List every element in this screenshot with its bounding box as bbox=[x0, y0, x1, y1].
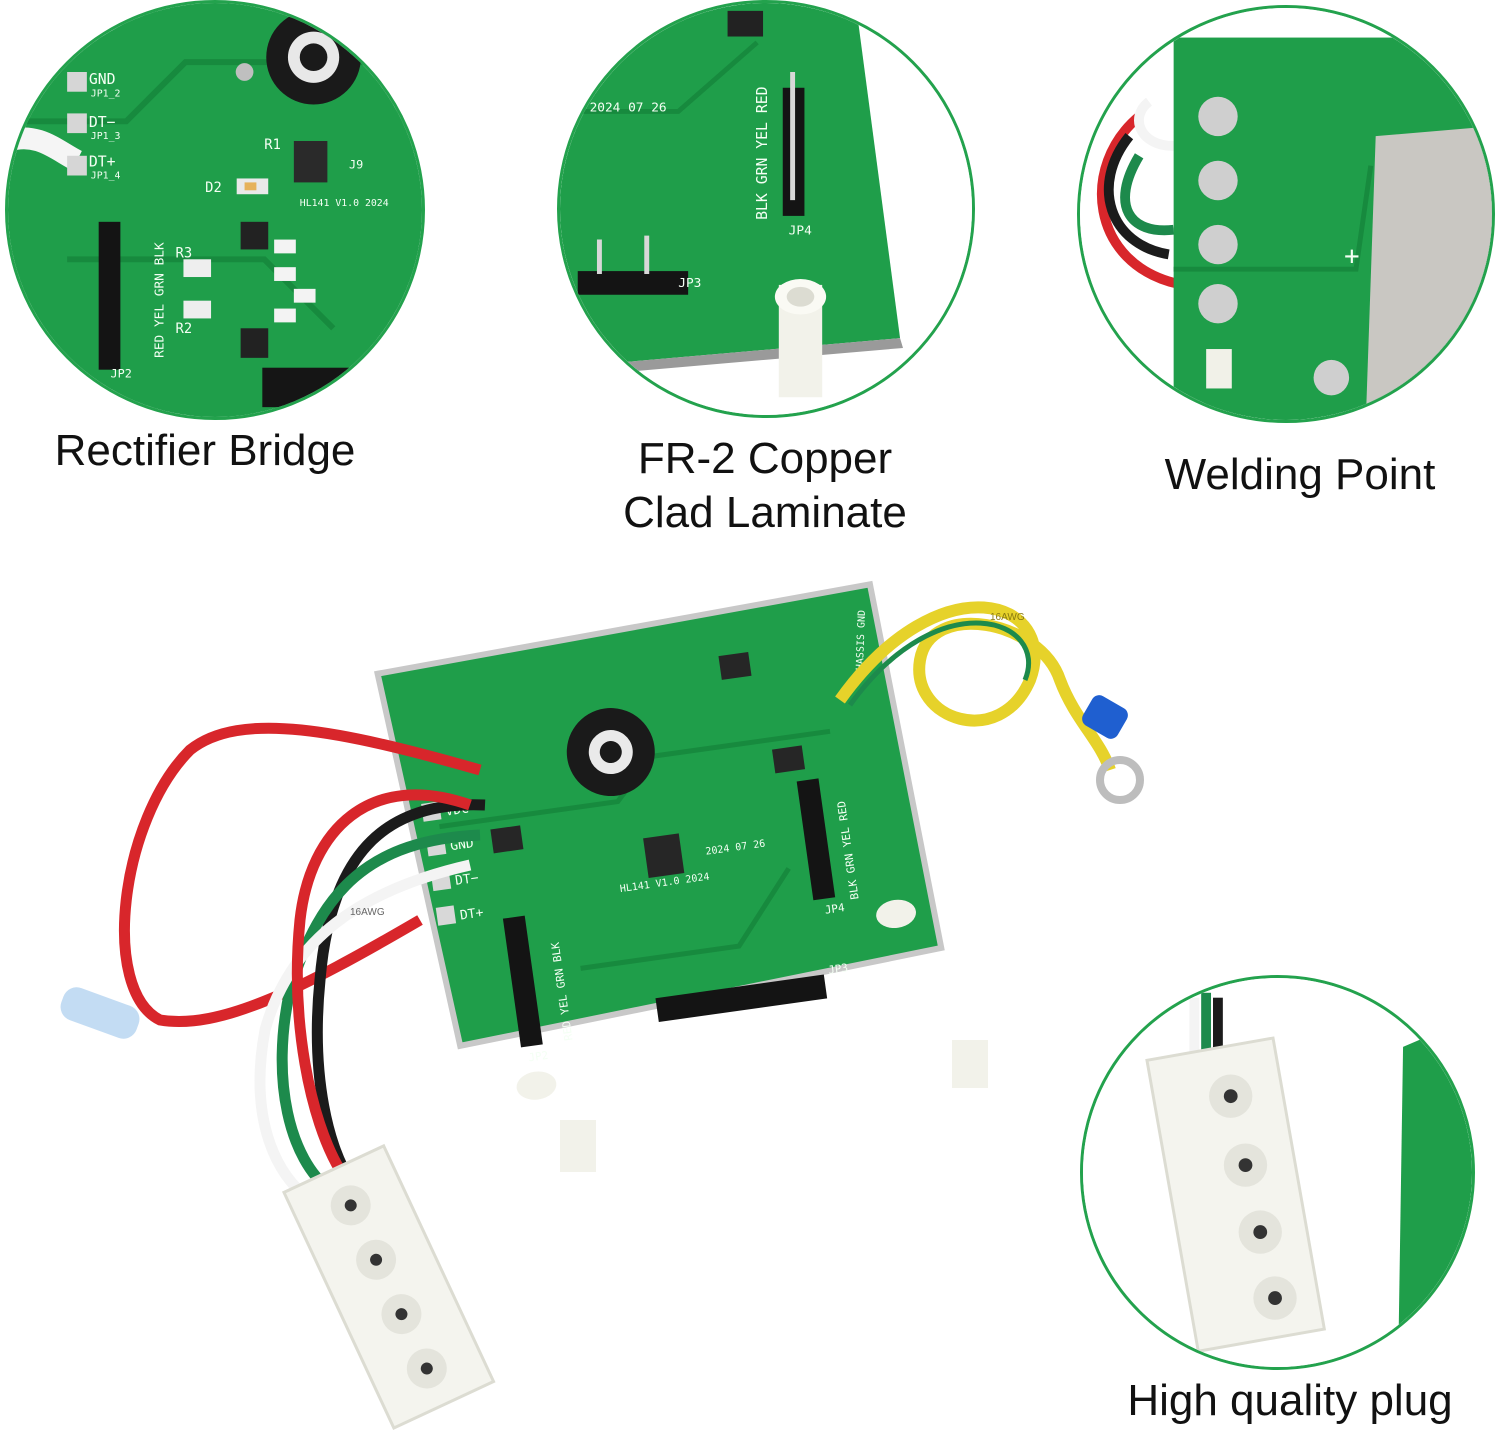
caption-laminate: FR-2 Copper Clad Laminate bbox=[560, 432, 970, 539]
main-header-jp3: JP3 bbox=[827, 961, 848, 977]
caption-laminate-line1: FR-2 Copper bbox=[637, 434, 893, 483]
laminate-closeup-image: 2024 07 26 JP4 JP3 BLK GRN YEL RED bbox=[560, 3, 972, 415]
plug-closeup bbox=[1080, 975, 1475, 1370]
component-label-r3: R3 bbox=[176, 245, 193, 261]
laminate-date-marking: 2024 07 26 bbox=[590, 100, 667, 115]
rectifier-bridge-closeup: GND DT− DT+ JP1_2 JP1_3 JP1_4 R1 R2 R3 D… bbox=[5, 0, 425, 420]
header-label-jp4-closeup: JP4 bbox=[789, 224, 812, 239]
caption-rectifier-bridge: Rectifier Bridge bbox=[54, 426, 356, 475]
main-terminal-dt-plus: DT+ bbox=[459, 905, 485, 923]
ground-wire-gauge: 16AWG bbox=[990, 612, 1025, 623]
terminal-label-dt-minus: DT− bbox=[89, 114, 116, 131]
caption-plug: High quality plug bbox=[1127, 1376, 1453, 1425]
terminal-id-jp1-4: JP1_4 bbox=[91, 170, 121, 181]
laminate-closeup: 2024 07 26 JP4 JP3 BLK GRN YEL RED bbox=[557, 0, 975, 418]
terminal-label-dt-plus: DT+ bbox=[89, 154, 116, 171]
polarity-plus-mark: + bbox=[1344, 241, 1359, 271]
component-label-r1: R1 bbox=[264, 137, 281, 153]
harness-wire-gauge: 16AWG bbox=[350, 907, 385, 918]
main-terminal-dt-minus: DT− bbox=[454, 871, 480, 889]
jp4-color-code-closeup: BLK GRN YEL RED bbox=[754, 86, 771, 219]
terminal-id-jp1-3: JP1_3 bbox=[91, 131, 121, 142]
header-label-jp3-closeup: JP3 bbox=[678, 276, 701, 291]
main-chassis-label: CHASSIS GND bbox=[855, 610, 868, 677]
component-label-j9: J9 bbox=[349, 158, 363, 172]
plug-closeup-image bbox=[1083, 978, 1472, 1367]
terminal-label-gnd: GND bbox=[89, 71, 116, 88]
main-header-jp2: JP2 bbox=[528, 1049, 549, 1065]
welding-point-closeup-image: + bbox=[1080, 8, 1492, 420]
caption-laminate-line2: Clad Laminate bbox=[623, 487, 907, 537]
component-label-d2: D2 bbox=[205, 180, 222, 196]
header-label-jp2: JP2 bbox=[111, 367, 132, 381]
rectifier-bridge-closeup-image: GND DT− DT+ JP1_2 JP1_3 JP1_4 R1 R2 R3 D… bbox=[8, 3, 422, 417]
terminal-id-jp1-2: JP1_2 bbox=[91, 89, 121, 100]
board-main-photo: VDC GND DT− DT+ HL141 V1.0 2024 2024 07 … bbox=[60, 580, 1144, 1431]
jp2-color-code: RED YEL GRN BLK bbox=[153, 242, 168, 358]
welding-point-closeup: + bbox=[1077, 5, 1495, 423]
component-label-r2: R2 bbox=[176, 321, 193, 337]
caption-welding-point: Welding Point bbox=[1164, 450, 1436, 499]
main-header-jp4: JP4 bbox=[824, 901, 846, 917]
board-marking: HL141 V1.0 2024 bbox=[300, 198, 389, 209]
